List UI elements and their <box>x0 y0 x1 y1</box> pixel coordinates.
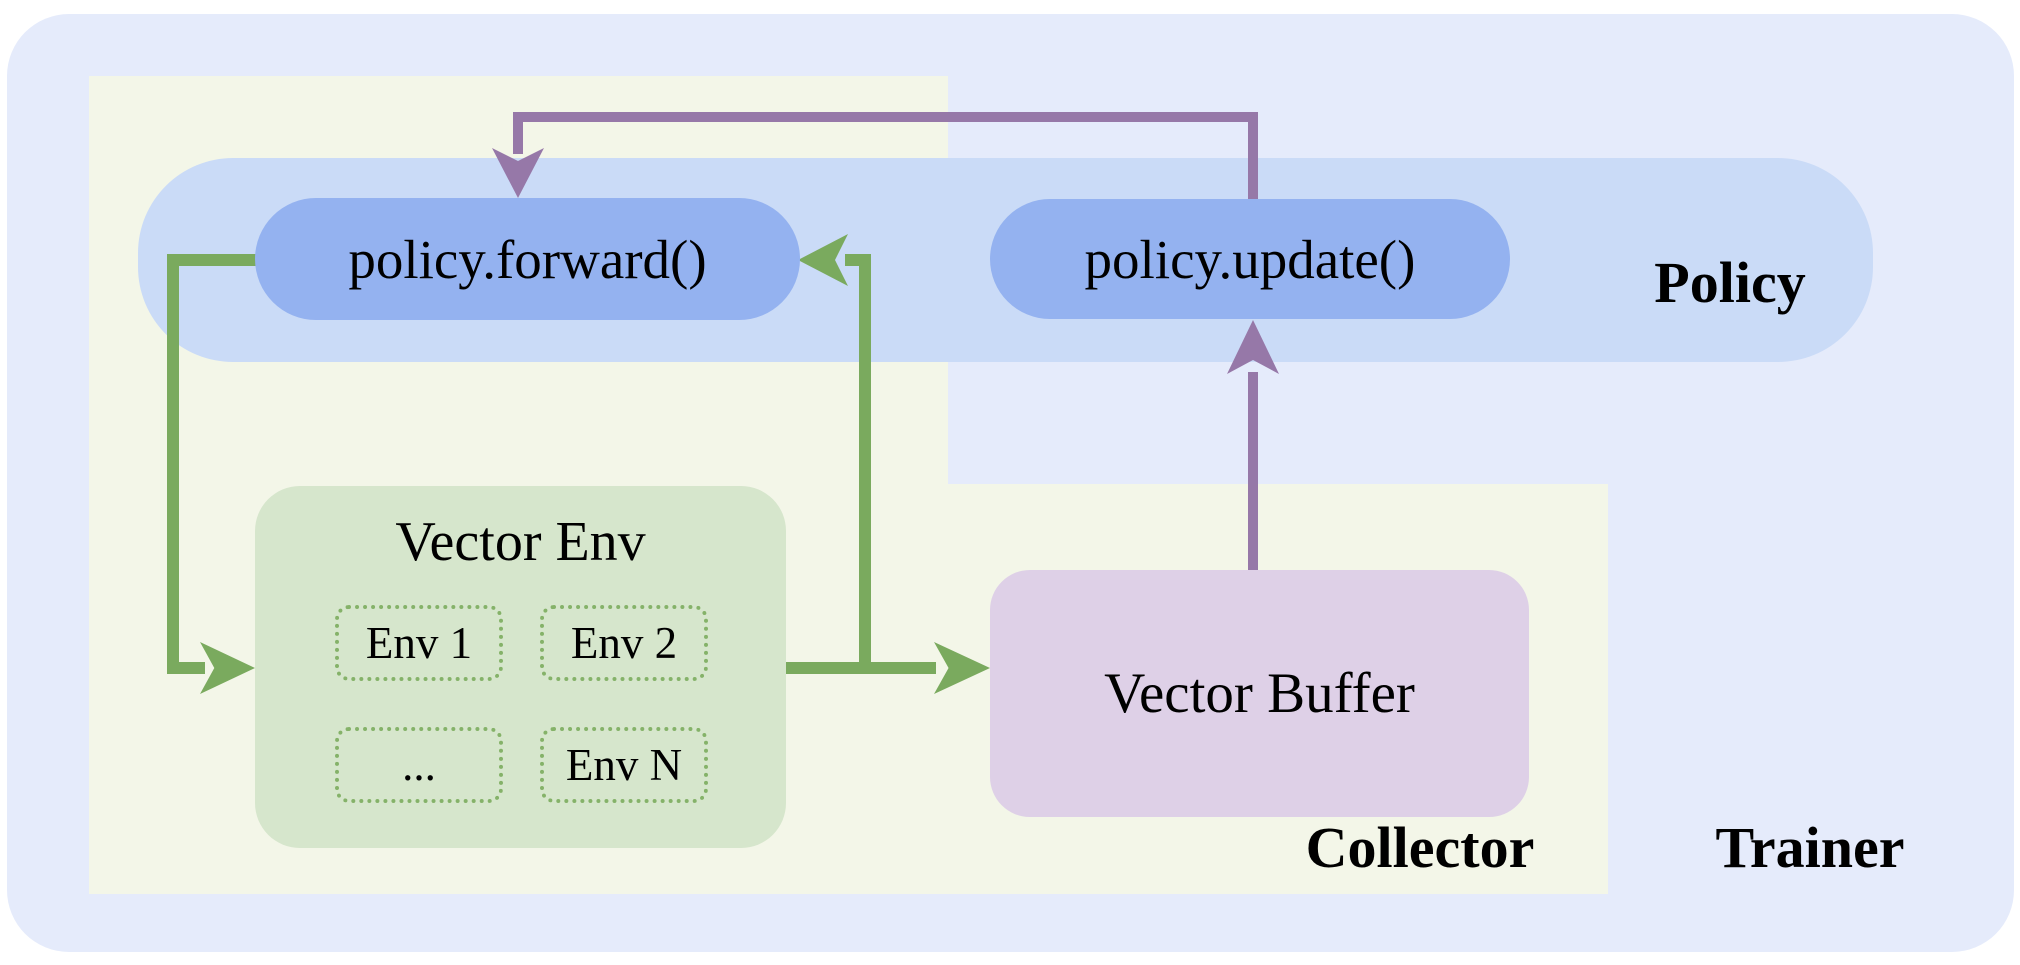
arrow-env-to-forward-segment-up <box>859 254 871 674</box>
policy-update-node: policy.update() <box>990 199 1510 319</box>
env-slot-n: Env N <box>540 727 708 803</box>
trainer-region-label: Trainer <box>1715 815 1905 880</box>
env-slot-2: Env 2 <box>540 605 708 681</box>
arrow-update-to-forward-segment-down <box>513 112 523 154</box>
collector-region-label: Collector <box>1305 815 1535 880</box>
env-slot-2-label: Env 2 <box>570 618 678 668</box>
env-slot-1-label: Env 1 <box>365 618 473 668</box>
env-slot-ellipsis: ... <box>335 727 503 803</box>
arrow-forward-to-env-segment-out <box>167 254 260 266</box>
arrow-buffer-to-update-segment <box>1248 372 1258 572</box>
env-slot-ellipsis-label: ... <box>402 740 436 790</box>
arrow-update-to-forward-segment-up <box>1248 112 1258 204</box>
arrow-forward-to-env-segment-down <box>167 254 179 674</box>
arrow-forward-to-env-segment-in <box>167 662 205 674</box>
vector-buffer-label: Vector Buffer <box>1104 662 1415 725</box>
vector-env-title: Vector Env <box>395 511 646 573</box>
env-slot-1: Env 1 <box>335 605 503 681</box>
policy-forward-label: policy.forward() <box>348 228 707 290</box>
policy-forward-node: policy.forward() <box>255 198 800 320</box>
arrow-env-to-forward-segment-in <box>845 254 871 266</box>
policy-region-label: Policy <box>1654 250 1806 315</box>
vector-buffer-node: Vector Buffer <box>990 570 1529 817</box>
env-slot-n-label: Env N <box>565 740 683 790</box>
policy-update-label: policy.update() <box>1084 228 1416 290</box>
arrow-update-to-forward-segment-top <box>513 112 1258 122</box>
